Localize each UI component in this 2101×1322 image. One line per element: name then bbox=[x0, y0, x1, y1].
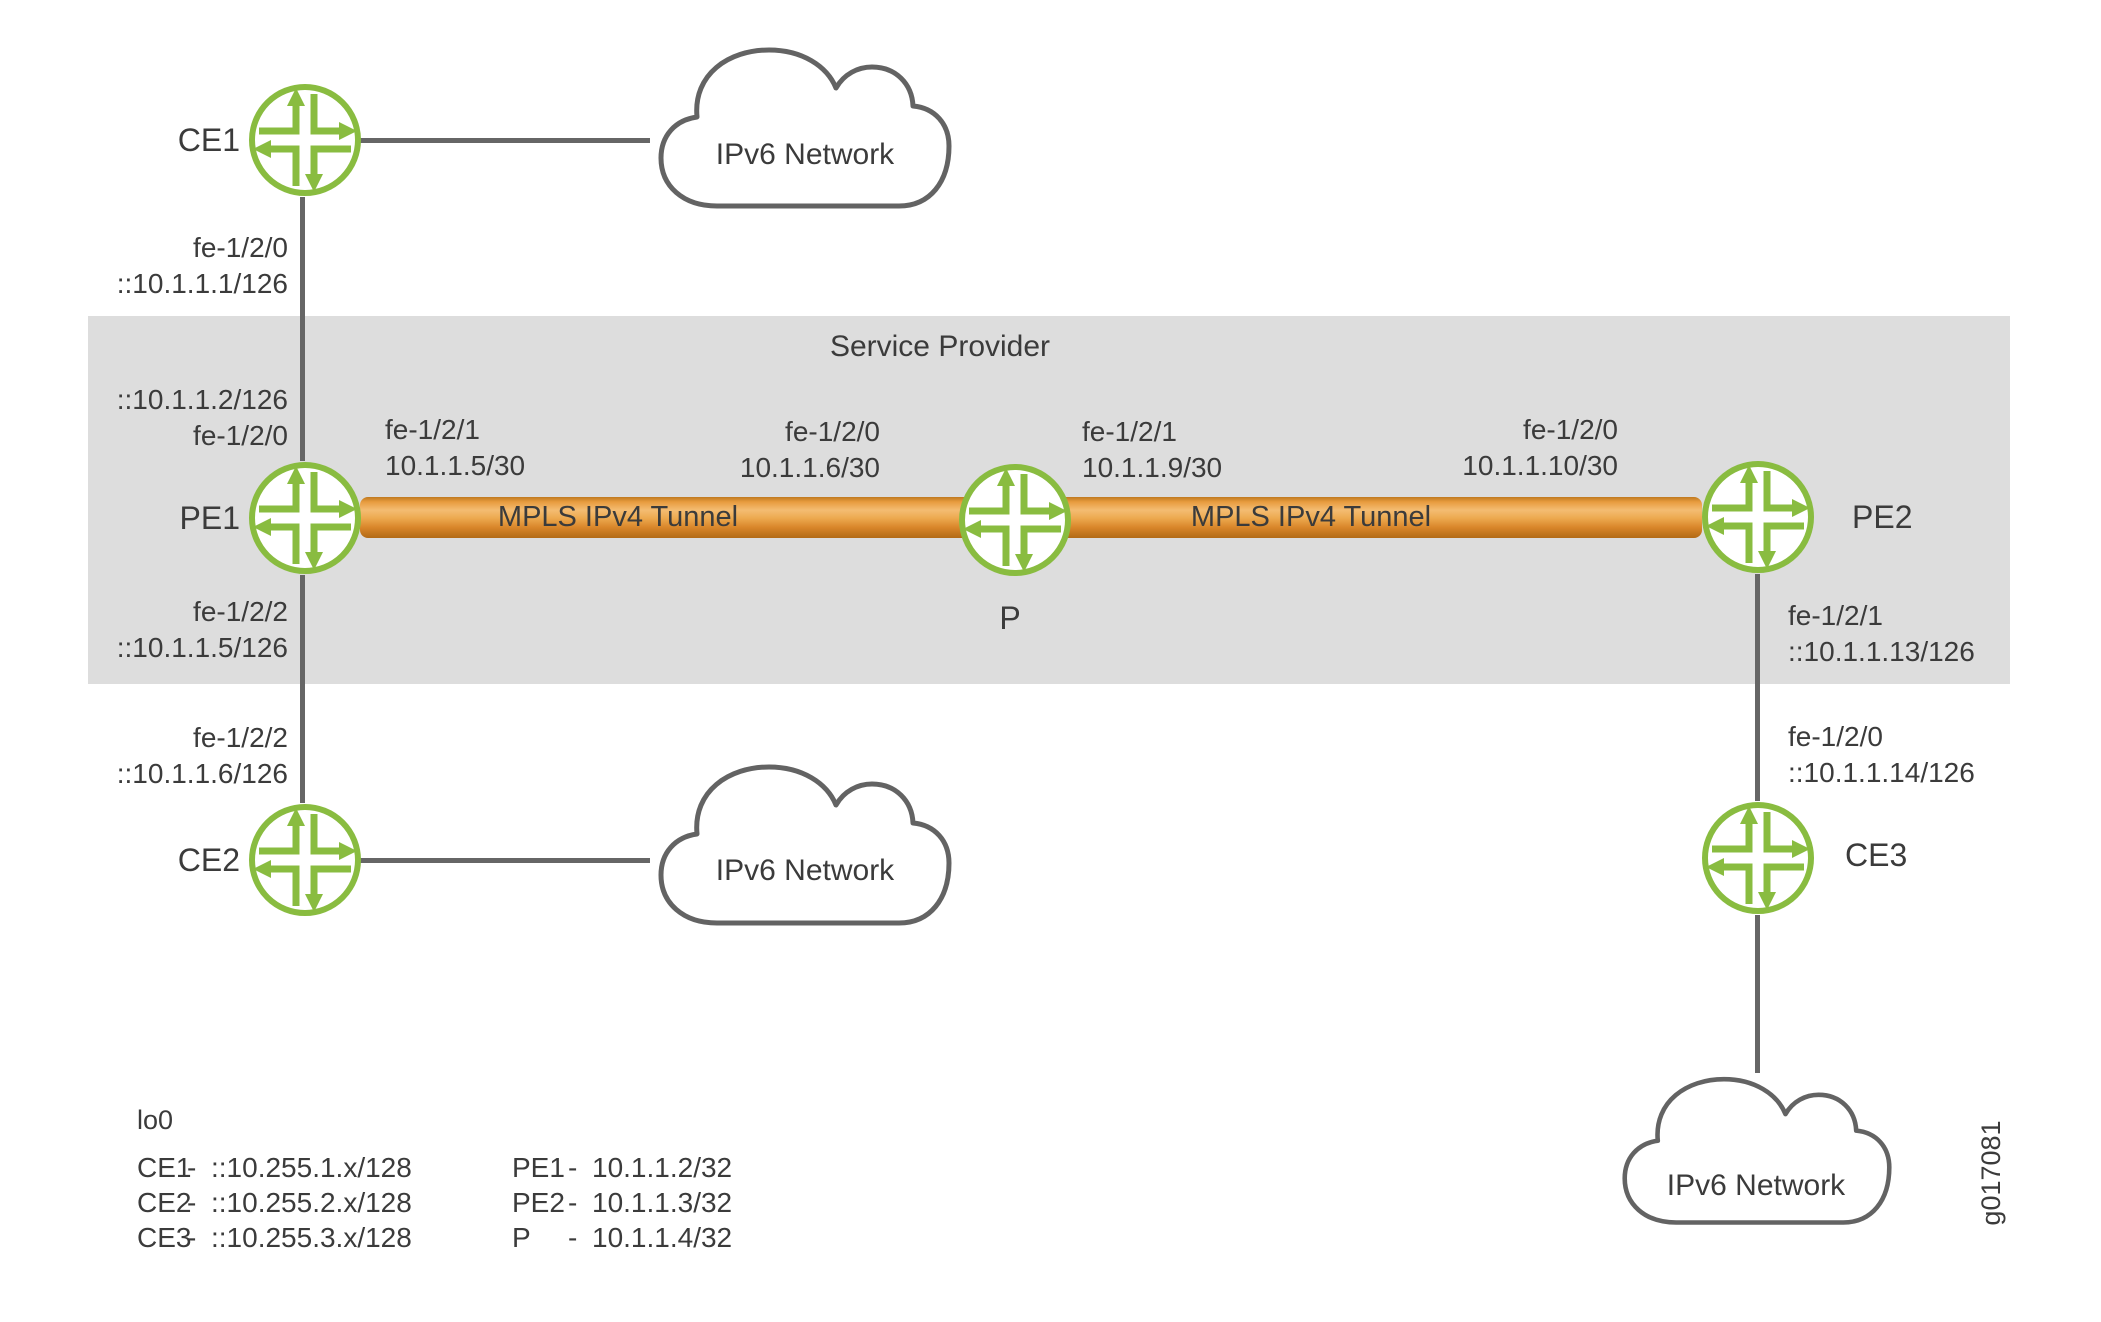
loopback-title: lo0 bbox=[137, 1105, 174, 1135]
link-ce2-cloud bbox=[360, 858, 650, 863]
interface-label-ce1-to-pe1: fe-1/2/0 ::10.1.1.1/126 bbox=[117, 230, 288, 302]
interface-name: fe-1/2/2 bbox=[193, 596, 288, 627]
interface-name: fe-1/2/0 bbox=[1523, 414, 1618, 445]
router-icon-p bbox=[955, 460, 1075, 580]
figure-id: g017081 bbox=[1976, 1120, 2006, 1226]
loopback-row: PE2-10.1.1.3/32 bbox=[512, 1185, 732, 1220]
interface-address: 10.1.1.9/30 bbox=[1082, 452, 1223, 483]
separator: - bbox=[187, 1187, 197, 1218]
interface-name: fe-1/2/1 bbox=[1788, 600, 1883, 631]
separator: - bbox=[568, 1222, 578, 1253]
interface-address: ::10.1.1.14/126 bbox=[1788, 757, 1975, 788]
router-label-pe1: PE1 bbox=[179, 500, 240, 536]
interface-label-p-to-pe1: fe-1/2/0 10.1.1.6/30 bbox=[740, 414, 880, 486]
loopback-row: CE2-::10.255.2.x/128 bbox=[137, 1185, 412, 1220]
cloud-label-top: IPv6 Network bbox=[715, 138, 895, 171]
separator: - bbox=[568, 1152, 578, 1183]
router-label-ce2: CE2 bbox=[177, 842, 240, 878]
loopback-row: PE1-10.1.1.2/32 bbox=[512, 1150, 732, 1185]
router-label-pe2: PE2 bbox=[1852, 499, 1913, 535]
cloud-label-middle: IPv6 Network bbox=[715, 854, 895, 887]
router-name: PE1 bbox=[512, 1152, 565, 1183]
loopback-row: CE3-::10.255.3.x/128 bbox=[137, 1220, 412, 1255]
separator: - bbox=[568, 1187, 578, 1218]
interface-name: fe-1/2/2 bbox=[193, 722, 288, 753]
interface-address: ::10.1.1.13/126 bbox=[1788, 636, 1975, 667]
interface-address: 10.1.1.6/30 bbox=[739, 452, 880, 483]
interface-label-pe1-to-ce1: ::10.1.1.2/126 fe-1/2/0 bbox=[117, 382, 288, 454]
router-icon-ce3 bbox=[1698, 798, 1818, 918]
interface-address: 10.1.1.10/30 bbox=[1462, 450, 1618, 481]
link-pe2-ce3 bbox=[1755, 574, 1760, 801]
interface-address: 10.1.1.5/30 bbox=[385, 450, 526, 481]
separator: - bbox=[187, 1152, 197, 1183]
cloud-icon-top bbox=[647, 40, 963, 212]
interface-name: fe-1/2/0 bbox=[785, 416, 880, 447]
interface-address: ::10.1.1.5/126 bbox=[116, 632, 288, 663]
router-name: P bbox=[512, 1222, 531, 1253]
link-pe1-ce2 bbox=[300, 575, 305, 803]
interface-label-pe2-to-p: fe-1/2/0 10.1.1.10/30 bbox=[1462, 412, 1618, 484]
interface-address: ::10.1.1.2/126 bbox=[116, 384, 288, 415]
router-name: CE3 bbox=[137, 1222, 192, 1253]
router-icon-pe1 bbox=[245, 458, 365, 578]
interface-label-pe1-to-p: fe-1/2/1 10.1.1.5/30 bbox=[385, 412, 525, 484]
link-ce1-pe1 bbox=[300, 197, 305, 461]
router-name: CE1 bbox=[137, 1152, 192, 1183]
separator: - bbox=[187, 1222, 197, 1253]
loopback-address: 10.1.1.4/32 bbox=[592, 1222, 733, 1253]
router-icon-ce2 bbox=[245, 800, 365, 920]
interface-name: fe-1/2/0 bbox=[193, 420, 288, 451]
router-icon-pe2 bbox=[1698, 457, 1818, 577]
router-label-ce3: CE3 bbox=[1845, 837, 1908, 873]
interface-label-p-to-pe2: fe-1/2/1 10.1.1.9/30 bbox=[1082, 414, 1222, 486]
link-ce1-cloud bbox=[360, 138, 650, 143]
loopback-row: CE1-::10.255.1.x/128 bbox=[137, 1150, 412, 1185]
router-name: CE2 bbox=[137, 1187, 192, 1218]
interface-name: fe-1/2/1 bbox=[385, 414, 480, 445]
interface-label-pe1-to-ce2: fe-1/2/2 ::10.1.1.5/126 bbox=[117, 594, 288, 666]
router-name: PE2 bbox=[512, 1187, 565, 1218]
loopback-legend-left: CE1-::10.255.1.x/128 CE2-::10.255.2.x/12… bbox=[137, 1150, 412, 1255]
router-label-p: P bbox=[999, 600, 1021, 636]
interface-label-ce3-to-pe2: fe-1/2/0 ::10.1.1.14/126 bbox=[1788, 719, 1975, 791]
interface-name: fe-1/2/1 bbox=[1082, 416, 1177, 447]
link-ce3-cloud bbox=[1755, 915, 1760, 1073]
mpls-tunnel-label-1: MPLS IPv4 Tunnel bbox=[497, 501, 739, 533]
interface-name: fe-1/2/0 bbox=[1788, 721, 1883, 752]
mpls-tunnel-label-2: MPLS IPv4 Tunnel bbox=[1190, 501, 1432, 533]
loopback-address: ::10.255.1.x/128 bbox=[211, 1152, 412, 1183]
router-icon-ce1 bbox=[245, 80, 365, 200]
loopback-address: ::10.255.3.x/128 bbox=[211, 1222, 412, 1253]
router-label-ce1: CE1 bbox=[177, 122, 240, 158]
interface-label-ce2-to-pe1: fe-1/2/2 ::10.1.1.6/126 bbox=[117, 720, 288, 792]
cloud-label-bottom: IPv6 Network bbox=[1666, 1169, 1846, 1202]
loopback-address: 10.1.1.3/32 bbox=[592, 1187, 733, 1218]
interface-address: ::10.1.1.1/126 bbox=[116, 268, 288, 299]
service-provider-label: Service Provider bbox=[829, 330, 1051, 363]
cloud-icon-bottom bbox=[1603, 1070, 1911, 1228]
interface-name: fe-1/2/0 bbox=[193, 232, 288, 263]
interface-address: ::10.1.1.6/126 bbox=[116, 758, 288, 789]
loopback-address: 10.1.1.2/32 bbox=[592, 1152, 733, 1183]
loopback-row: P -10.1.1.4/32 bbox=[512, 1220, 732, 1255]
interface-label-pe2-to-ce3: fe-1/2/1 ::10.1.1.13/126 bbox=[1788, 598, 1975, 670]
loopback-address: ::10.255.2.x/128 bbox=[211, 1187, 412, 1218]
loopback-legend-right: PE1-10.1.1.2/32 PE2-10.1.1.3/32 P-10.1.1… bbox=[512, 1150, 732, 1255]
cloud-icon-middle bbox=[647, 757, 963, 929]
